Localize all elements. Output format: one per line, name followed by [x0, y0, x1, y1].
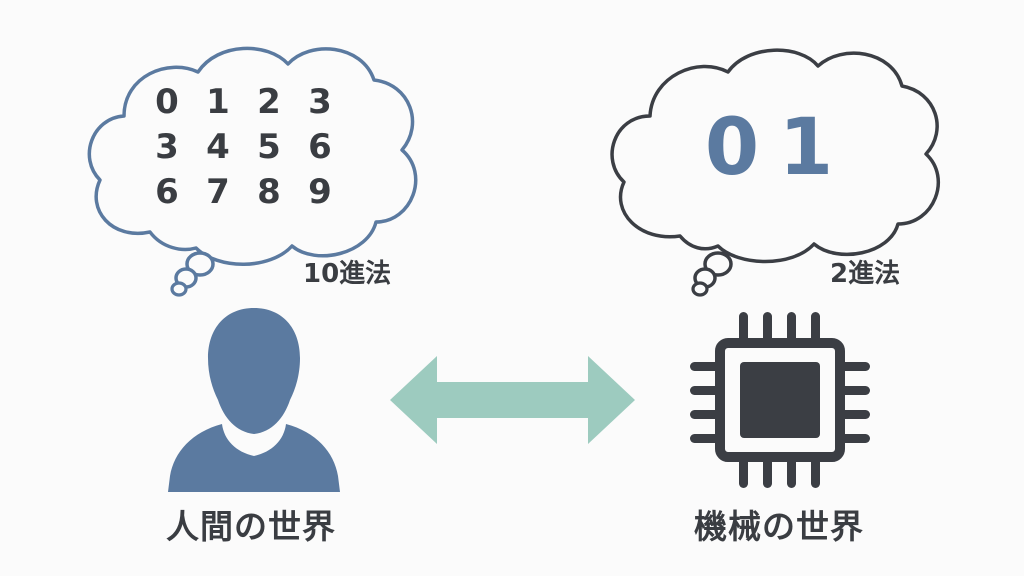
chip-core — [740, 362, 820, 438]
binary-digit-pair: 0 1 — [705, 103, 833, 193]
binary-digit: 0 — [705, 103, 759, 193]
machine-world-label: 機械の世界 — [694, 507, 864, 546]
decimal-digit: 6 — [308, 127, 332, 167]
person-body — [168, 424, 340, 492]
decimal-digit-grid: 0 1 2 3 3 4 5 6 6 7 8 9 — [155, 82, 332, 212]
microchip-icon — [690, 312, 870, 488]
decimal-digit: 1 — [206, 82, 230, 122]
binary-digit: 1 — [779, 103, 833, 193]
human-world-label: 人間の世界 — [166, 507, 336, 546]
machine-cloud-tail-small — [691, 281, 709, 297]
machine-thought-cloud — [610, 48, 940, 297]
decimal-digit: 0 — [155, 82, 179, 122]
human-cloud-tail-small — [170, 281, 188, 297]
decimal-digit: 9 — [308, 172, 332, 212]
decimal-digit: 6 — [155, 172, 179, 212]
decimal-digit: 4 — [206, 127, 230, 167]
person-head — [208, 308, 300, 434]
double-arrow-icon — [390, 356, 635, 444]
decimal-digit: 3 — [308, 82, 332, 122]
decimal-digit: 2 — [257, 82, 281, 122]
bidirectional-arrow — [390, 356, 635, 444]
binary-base-label: 2進法 — [830, 259, 901, 289]
decimal-base-label: 10進法 — [303, 259, 392, 289]
decimal-digit: 8 — [257, 172, 281, 212]
human-cloud-tail-large — [185, 251, 215, 277]
machine-cloud-outline — [610, 48, 940, 264]
decimal-digit: 7 — [206, 172, 230, 212]
decimal-digit: 3 — [155, 127, 179, 167]
human-thought-cloud — [87, 46, 418, 297]
human-cloud-outline — [87, 46, 418, 266]
person-silhouette-icon — [168, 308, 340, 492]
decimal-digit: 5 — [257, 127, 281, 167]
